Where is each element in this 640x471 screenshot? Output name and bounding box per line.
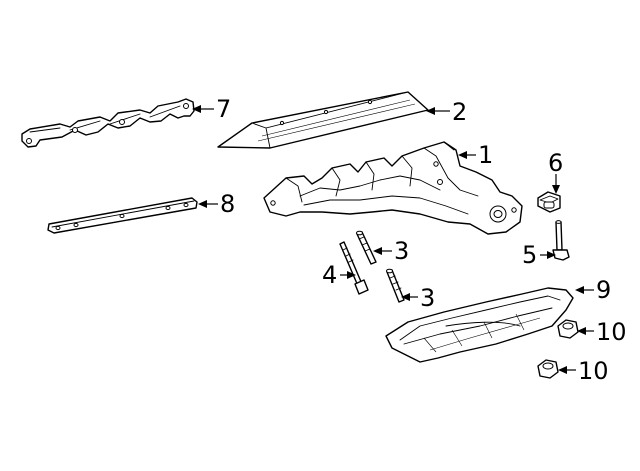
nut-part-10-lower[interactable] — [537, 359, 559, 379]
callout-5: 5 — [522, 241, 537, 269]
bolt-part-5[interactable] — [552, 220, 570, 261]
stud-part-3-upper[interactable] — [356, 230, 377, 265]
leader-4 — [340, 271, 356, 279]
callout-1: 1 — [478, 141, 493, 169]
callout-6: 6 — [548, 149, 563, 177]
leader-1 — [458, 151, 476, 159]
exhaust-manifold-part-1[interactable] — [263, 141, 523, 235]
callout-10-lower: 10 — [578, 357, 609, 385]
leader-6 — [552, 174, 560, 194]
callout-4: 4 — [322, 261, 337, 289]
nut-part-10-upper[interactable] — [557, 319, 579, 339]
spacer-part-6[interactable] — [537, 191, 561, 213]
leader-3a — [373, 247, 392, 255]
callout-9: 9 — [596, 276, 611, 304]
callout-2: 2 — [452, 98, 467, 126]
leader-3b — [401, 293, 418, 301]
bolt-part-4[interactable] — [339, 241, 369, 295]
leader-2 — [426, 107, 450, 115]
callout-3-upper: 3 — [394, 237, 409, 265]
callout-8: 8 — [220, 190, 235, 218]
leader-9 — [575, 286, 594, 294]
heat-shield-upper-part-2[interactable] — [217, 91, 429, 149]
gasket-part-7[interactable] — [21, 98, 195, 148]
leader-5 — [540, 251, 556, 259]
callout-7: 7 — [216, 95, 231, 123]
heat-shield-lower-part-9[interactable] — [385, 287, 574, 363]
stud-part-3-lower[interactable] — [386, 268, 405, 303]
callout-3-lower: 3 — [420, 284, 435, 312]
leader-7 — [192, 105, 214, 113]
leader-8 — [198, 200, 218, 208]
leader-10a — [577, 327, 594, 335]
leader-10b — [558, 366, 576, 374]
callout-10-upper: 10 — [596, 318, 627, 346]
spacer-bar-part-8[interactable] — [47, 197, 198, 234]
